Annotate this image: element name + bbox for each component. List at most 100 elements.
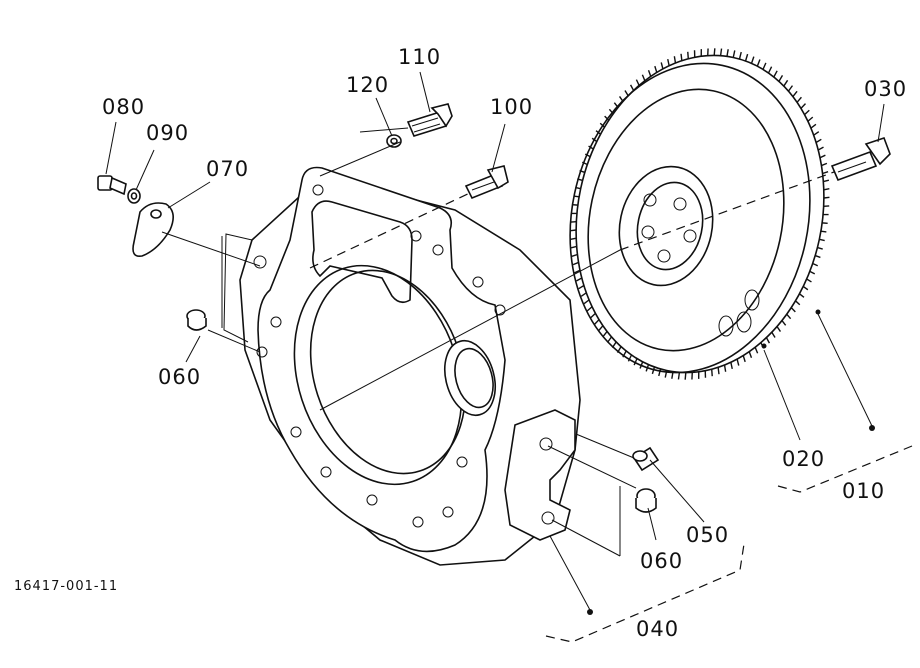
flywheel-020 xyxy=(569,48,830,380)
gear-tooth xyxy=(639,361,644,369)
gear-tooth xyxy=(781,320,787,326)
dowel-060-right xyxy=(635,488,657,513)
washer-090 xyxy=(127,188,141,204)
gear-tooth xyxy=(633,358,638,366)
gear-tooth xyxy=(819,154,826,159)
gear-tooth xyxy=(635,79,640,86)
gear-tooth xyxy=(821,162,828,167)
gear-tooth xyxy=(575,186,581,190)
gear-tooth xyxy=(658,368,662,377)
gear-tooth xyxy=(823,196,830,199)
gear-tooth xyxy=(586,306,593,312)
gear-tooth xyxy=(762,62,767,70)
ring-gear-teeth xyxy=(570,48,830,380)
gear-tooth xyxy=(806,278,812,283)
gear-tooth xyxy=(802,285,809,291)
gear-tooth xyxy=(584,153,591,158)
gear-tooth xyxy=(819,238,825,242)
gear-tooth xyxy=(572,261,579,266)
gear-tooth xyxy=(588,145,594,150)
callout-040: 040 xyxy=(636,617,679,641)
gear-tooth xyxy=(677,372,681,380)
gear-tooth xyxy=(654,65,658,73)
gear-tooth xyxy=(822,171,829,175)
gear-tooth xyxy=(765,337,771,344)
gear-tooth xyxy=(684,372,687,380)
callout-050: 050 xyxy=(686,523,729,547)
callout-030: 030 xyxy=(864,77,907,101)
gear-tooth xyxy=(814,254,821,259)
gear-tooth xyxy=(732,50,736,58)
gear-tooth xyxy=(616,346,622,353)
gear-tooth xyxy=(792,90,798,97)
gear-tooth xyxy=(671,371,674,379)
gear-tooth xyxy=(717,367,720,375)
leader-lines xyxy=(105,71,885,615)
bolt-030 xyxy=(830,136,891,182)
gear-tooth xyxy=(790,307,796,313)
callout-labels: 110 120 100 030 080 090 070 060 020 010 … xyxy=(14,45,907,641)
gear-tooth xyxy=(750,56,755,64)
gear-tooth xyxy=(571,253,578,257)
gear-tooth xyxy=(598,325,604,332)
gear-tooth xyxy=(787,85,794,92)
gear-tooth xyxy=(576,277,583,282)
gear-tooth xyxy=(618,96,624,102)
flywheel-housing xyxy=(223,166,581,566)
gear-tooth xyxy=(606,336,613,343)
gear-tooth xyxy=(810,123,817,129)
gear-tooth xyxy=(577,178,583,182)
gear-tooth xyxy=(624,90,629,97)
assembly-lines xyxy=(161,127,835,557)
callout-060-left: 060 xyxy=(158,365,201,389)
gear-tooth xyxy=(660,62,664,70)
gear-tooth xyxy=(591,137,598,143)
gear-tooth xyxy=(820,230,827,233)
gear-tooth xyxy=(629,84,635,91)
gear-tooth xyxy=(813,131,820,136)
gear-tooth xyxy=(622,350,627,358)
gear-tooth xyxy=(570,229,577,232)
gear-tooth xyxy=(823,187,830,191)
gear-tooth xyxy=(748,351,753,359)
gear-tooth xyxy=(581,161,588,166)
callout-020: 020 xyxy=(782,447,825,471)
gear-tooth xyxy=(608,108,614,115)
dowel-060-left xyxy=(186,309,207,331)
gear-tooth xyxy=(627,354,633,362)
gear-tooth xyxy=(604,115,610,121)
gear-tooth xyxy=(742,355,746,363)
gear-tooth xyxy=(786,313,792,320)
gear-tooth xyxy=(783,79,789,87)
gear-tooth xyxy=(807,116,814,122)
gear-tooth xyxy=(713,48,716,56)
gear-tooth xyxy=(687,51,689,59)
gear-tooth xyxy=(573,195,580,198)
gear-tooth xyxy=(736,358,740,366)
gear-tooth xyxy=(574,269,581,274)
gear-tooth xyxy=(673,56,677,64)
gear-tooth xyxy=(680,53,683,61)
gear-tooth xyxy=(579,169,586,174)
gear-tooth xyxy=(744,53,749,62)
gear-tooth xyxy=(773,70,778,78)
gear-tooth xyxy=(726,49,729,57)
gear-tooth xyxy=(599,122,605,128)
callout-070: 070 xyxy=(206,157,249,181)
gear-tooth xyxy=(800,103,807,109)
gear-tooth xyxy=(570,237,577,241)
gear-tooth xyxy=(767,66,773,74)
figure-code: 16417-001-11 xyxy=(14,579,118,594)
gear-tooth xyxy=(651,366,656,375)
gear-tooth xyxy=(711,369,713,377)
gear-tooth xyxy=(570,245,577,249)
gear-tooth xyxy=(723,364,727,372)
gear-tooth xyxy=(817,146,824,151)
cover-plate-070 xyxy=(132,202,174,258)
stud-100 xyxy=(464,165,509,200)
gear-tooth xyxy=(738,51,742,60)
callout-110: 110 xyxy=(398,45,441,69)
gear-tooth xyxy=(664,370,668,378)
gear-tooth xyxy=(754,347,759,354)
